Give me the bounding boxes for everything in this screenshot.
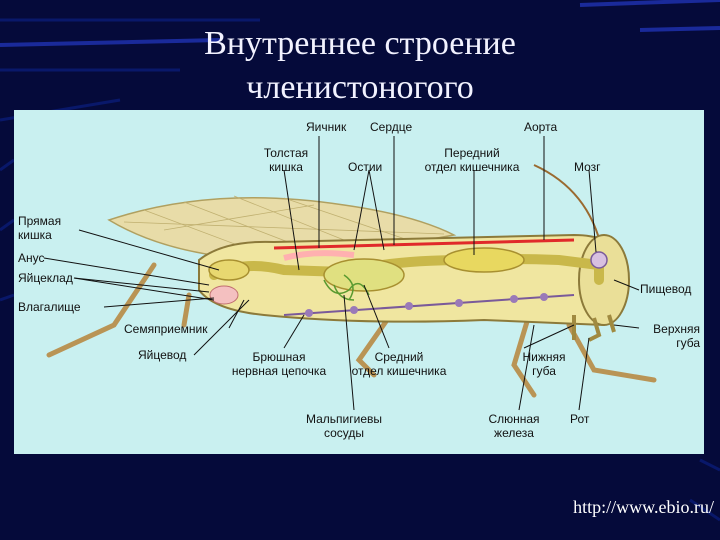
label-brain: Мозг — [574, 160, 601, 174]
crop — [444, 248, 524, 272]
label-aorta: Аорта — [524, 120, 557, 134]
label-heart: Сердце — [370, 120, 412, 134]
label-ventral-nerve-cord: Брюшная нервная цепочка — [219, 350, 339, 378]
body — [199, 235, 625, 325]
label-mouth: Рот — [570, 412, 589, 426]
diagram-panel: Яичник Сердце Аорта Толстая кишка Остии … — [14, 110, 704, 454]
title-line-2: членистоногого — [246, 69, 473, 106]
source-url: http://www.ebio.ru/ — [573, 497, 714, 518]
label-esophagus: Пищевод — [640, 282, 691, 296]
label-foregut: Передний отдел кишечника — [412, 146, 532, 174]
label-rectum: Прямая кишка — [18, 214, 61, 242]
label-upper-lip: Верхняя губа — [626, 322, 700, 350]
label-ostia: Остии — [348, 160, 382, 174]
label-vagina: Влагалище — [18, 300, 81, 314]
label-midgut: Средний отдел кишечника — [339, 350, 459, 378]
label-malpighian-tubules: Мальпигиевы сосуды — [284, 412, 404, 440]
label-ovipositor: Яйцеклад — [18, 271, 73, 285]
label-seminal-receptacle: Семяприемник — [124, 322, 207, 336]
rectum-shape — [209, 260, 249, 280]
label-ovary: Яичник — [306, 120, 346, 134]
label-oviduct: Яйцевод — [138, 348, 186, 362]
label-salivary-gland: Слюнная железа — [474, 412, 554, 440]
label-lower-lip: Нижняя губа — [509, 350, 579, 378]
title-line-1: Внутреннее строение — [204, 25, 516, 62]
reproductive-organ — [210, 286, 238, 304]
brain-shape — [591, 252, 607, 268]
label-large-intestine: Толстая кишка — [254, 146, 318, 174]
slide-title: Внутреннее строение членистоногого — [120, 22, 600, 110]
label-anus: Анус — [18, 251, 45, 265]
